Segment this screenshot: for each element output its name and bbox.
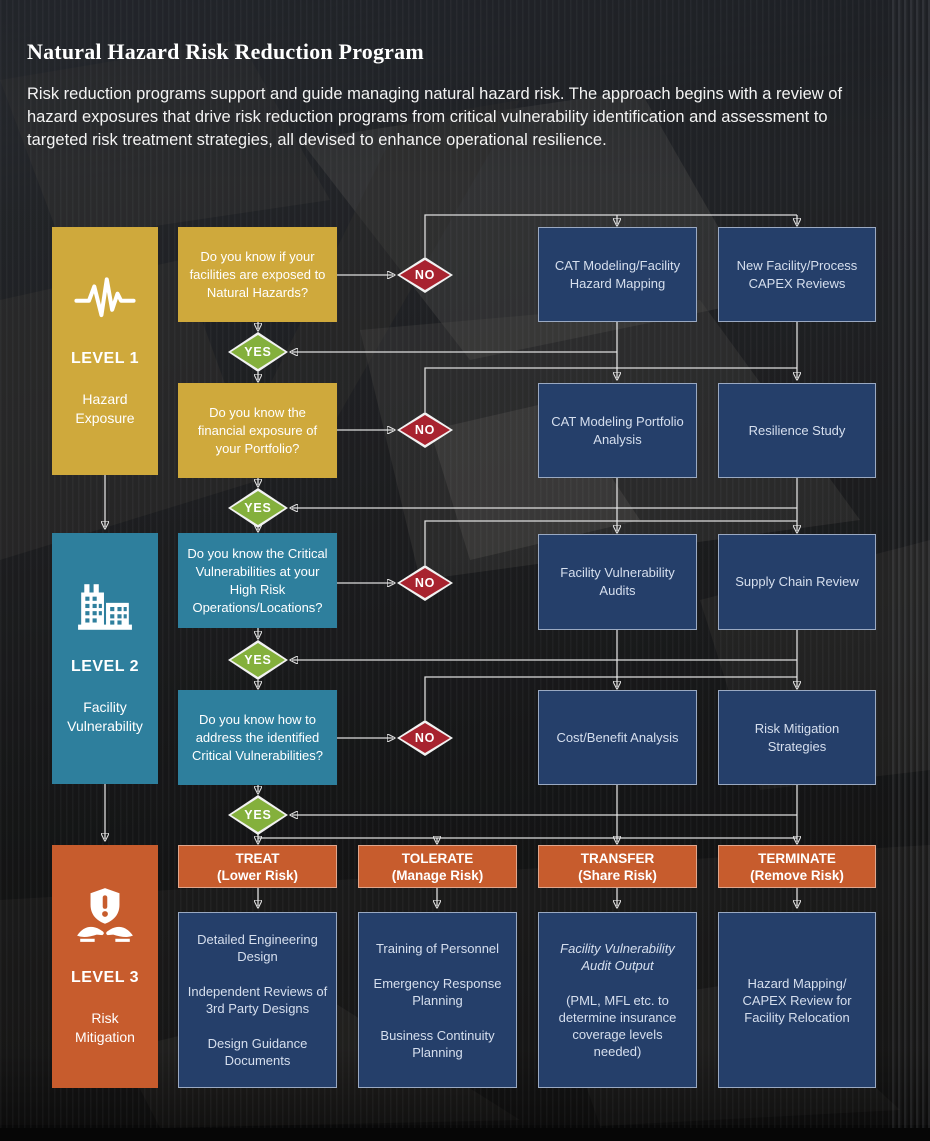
level3-box: LEVEL 3 Risk Mitigation bbox=[52, 845, 158, 1088]
yes-diamond-2: YES bbox=[228, 488, 288, 528]
transfer-title: TRANSFER bbox=[580, 850, 655, 866]
terminate-title: TERMINATE bbox=[758, 850, 836, 866]
action4a-box: Cost/Benefit Analysis bbox=[538, 690, 697, 785]
no-diamond-2: NO bbox=[397, 412, 453, 448]
terminate-item: Hazard Mapping/ CAPEX Review for Facilit… bbox=[742, 975, 852, 1025]
yes-label: YES bbox=[244, 345, 272, 359]
no-label: NO bbox=[414, 423, 436, 437]
yes-label: YES bbox=[244, 501, 272, 515]
transfer-item: (PML, MFL etc. to determine insurance co… bbox=[558, 993, 677, 1059]
action3a-text: Facility Vulnerability Audits bbox=[560, 565, 675, 598]
question2-box: Do you know the financial exposure of yo… bbox=[178, 383, 337, 478]
no-diamond-1: NO bbox=[397, 257, 453, 293]
action1a-box: CAT Modeling/Facility Hazard Mapping bbox=[538, 227, 697, 322]
tolerate-item: Training of Personnel bbox=[375, 940, 500, 956]
question-to-no-arrows bbox=[337, 275, 393, 738]
right-stripe-texture bbox=[892, 0, 930, 1141]
level3-sublabel: Risk Mitigation bbox=[75, 1009, 135, 1045]
tolerate-content-box: Training of Personnel Emergency Response… bbox=[358, 912, 517, 1088]
transfer-header: TRANSFER (Share Risk) bbox=[538, 845, 697, 888]
treatment-distribution bbox=[258, 834, 797, 906]
seismograph-icon bbox=[72, 274, 138, 324]
tolerate-subtitle: (Manage Risk) bbox=[391, 867, 484, 883]
question1-box: Do you know if your facilities are expos… bbox=[178, 227, 337, 322]
action2b-box: Resilience Study bbox=[718, 383, 876, 478]
transfer-content-box: Facility Vulnerability Audit Output (PML… bbox=[538, 912, 697, 1088]
yes-label: YES bbox=[244, 653, 272, 667]
transfer-lead: Facility Vulnerability Audit Output bbox=[560, 941, 675, 973]
treat-header: TREAT (Lower Risk) bbox=[178, 845, 337, 888]
action4b-text: Risk Mitigation Strategies bbox=[754, 720, 840, 754]
action4a-text: Cost/Benefit Analysis bbox=[556, 729, 679, 745]
no-diamond-4: NO bbox=[397, 720, 453, 756]
yes-label: YES bbox=[244, 808, 272, 822]
action3b-box: Supply Chain Review bbox=[718, 534, 876, 630]
bottom-black-strip bbox=[0, 1128, 930, 1141]
action1b-box: New Facility/Process CAPEX Reviews bbox=[718, 227, 876, 322]
question3-text: Do you know the Critical Vulnerabilities… bbox=[187, 545, 328, 615]
treat-item: Detailed Engineering Design bbox=[197, 932, 318, 964]
tolerate-item: Emergency Response Planning bbox=[373, 975, 502, 1008]
no-label: NO bbox=[414, 576, 436, 590]
building-icon bbox=[76, 582, 134, 632]
intro-paragraph: Risk reduction programs support and guid… bbox=[27, 84, 843, 149]
question2-text: Do you know the financial exposure of yo… bbox=[197, 404, 318, 456]
action2b-text: Resilience Study bbox=[748, 422, 846, 438]
no-label: NO bbox=[414, 731, 436, 745]
tolerate-title: TOLERATE bbox=[401, 850, 474, 866]
question1-text: Do you know if your facilities are expos… bbox=[189, 248, 326, 300]
level2-box: LEVEL 2 Facility Vulnerability bbox=[52, 533, 158, 784]
treat-title: TREAT bbox=[235, 850, 280, 866]
tolerate-item: Business Continuity Planning bbox=[380, 1027, 495, 1060]
level2-sublabel: Facility Vulnerability bbox=[67, 698, 143, 734]
action4b-box: Risk Mitigation Strategies bbox=[718, 690, 876, 785]
level1-sublabel: Hazard Exposure bbox=[75, 391, 135, 426]
page-title: Natural Hazard Risk Reduction Program bbox=[27, 38, 424, 64]
treat-item: Independent Reviews of 3rd Party Designs bbox=[187, 984, 328, 1016]
yes-diamond-3: YES bbox=[228, 640, 288, 680]
yes-diamond-1: YES bbox=[228, 332, 288, 372]
question4-box: Do you know how to address the identifie… bbox=[178, 690, 337, 785]
action3a-box: Facility Vulnerability Audits bbox=[538, 534, 697, 630]
terminate-header: TERMINATE (Remove Risk) bbox=[718, 845, 876, 888]
level3-label: LEVEL 3 bbox=[70, 968, 140, 986]
action2a-box: CAT Modeling Portfolio Analysis bbox=[538, 383, 697, 478]
no-diamond-3: NO bbox=[397, 565, 453, 601]
transfer-subtitle: (Share Risk) bbox=[578, 867, 657, 883]
action1a-text: CAT Modeling/Facility Hazard Mapping bbox=[554, 257, 681, 291]
question3-box: Do you know the Critical Vulnerabilities… bbox=[178, 533, 337, 628]
treat-content-box: Detailed Engineering Design Independent … bbox=[178, 912, 337, 1088]
action2a-text: CAT Modeling Portfolio Analysis bbox=[551, 413, 684, 447]
terminate-content-box: Hazard Mapping/ CAPEX Review for Facilit… bbox=[718, 912, 876, 1088]
shield-hands-icon bbox=[74, 887, 136, 943]
action1b-text: New Facility/Process CAPEX Reviews bbox=[736, 257, 858, 291]
terminate-subtitle: (Remove Risk) bbox=[750, 867, 844, 883]
no-label: NO bbox=[414, 268, 436, 282]
level2-label: LEVEL 2 bbox=[70, 657, 140, 675]
level1-box: LEVEL 1 Hazard Exposure bbox=[52, 227, 158, 475]
level1-label: LEVEL 1 bbox=[70, 350, 140, 367]
question4-text: Do you know how to address the identifie… bbox=[191, 711, 323, 763]
treat-subtitle: (Lower Risk) bbox=[216, 867, 298, 883]
treat-item: Design Guidance Documents bbox=[207, 1036, 308, 1068]
tolerate-header: TOLERATE (Manage Risk) bbox=[358, 845, 517, 888]
yes-diamond-4: YES bbox=[228, 795, 288, 835]
action3b-text: Supply Chain Review bbox=[735, 574, 859, 589]
